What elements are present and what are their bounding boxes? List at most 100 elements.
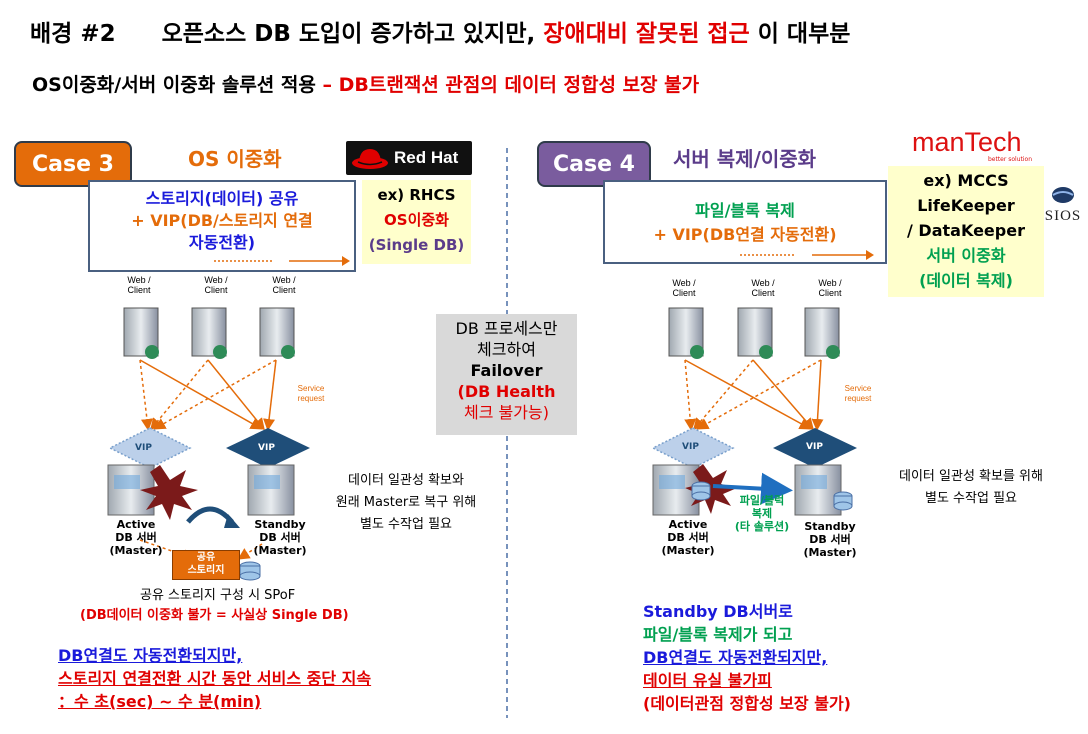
- case4-arrow-icon: [740, 250, 874, 260]
- case4-standby-text: Standby: [804, 520, 856, 533]
- case4-note-line1: 데이터 일관성 확보를 위해: [899, 469, 1043, 484]
- case3-ex-line1: ex) RHCS: [377, 186, 456, 204]
- case4-ex-line2: LifeKeeper: [917, 196, 1015, 215]
- case4-service-request: Service request: [844, 384, 872, 403]
- active-db-server-icon: [107, 464, 155, 516]
- failure-burst-icon: [140, 465, 198, 520]
- case3-service-request: Service request: [297, 384, 325, 403]
- title-suffix: 이 대부분: [757, 21, 851, 47]
- case4-web-client-2: Web / Client: [751, 278, 775, 298]
- failure-burst-icon: [685, 464, 737, 514]
- case3-web-client-1: Web / Client: [127, 275, 151, 295]
- standby-db-server-icon: [794, 464, 842, 516]
- web-server-icon: [191, 307, 227, 359]
- case3-web-client-3: Web / Client: [272, 275, 296, 295]
- case4-box-line1: 파일/블록 복제: [695, 201, 795, 220]
- case4-active-server: DB 서버: [667, 531, 709, 544]
- title-main: 오픈소스 DB 도입이 증가하고 있지만,: [161, 21, 536, 47]
- case3-vip-right: VIP: [258, 443, 275, 453]
- redhat-logo: Red Hat: [346, 141, 472, 175]
- case3-diagram: [107, 307, 310, 581]
- shared-storage-box: 공유 스토리지: [172, 550, 240, 580]
- case3-spof: 공유 스토리지 구성 시 SPoF: [140, 588, 296, 603]
- case3-bottom-line2: 스토리지 연결전환 시간 동안 서비스 중단 지속: [58, 669, 372, 688]
- sios-logo: SIOS: [1040, 186, 1086, 225]
- case4-heading: 서버 복제/이중화: [673, 147, 817, 171]
- case3-web-client-2: Web / Client: [204, 275, 228, 295]
- case4-ex-line5: (데이터 복제): [919, 271, 1013, 290]
- page-title: 배경 #2 오픈소스 DB 도입이 증가하고 있지만, 장애대비 잘못된 접근 이…: [30, 14, 850, 48]
- case4-standby-role: (Master): [803, 546, 857, 559]
- case3-standby-server: DB 서버: [259, 531, 301, 544]
- shared-storage-line1: 공유: [196, 552, 216, 563]
- case4-replication-line1: 파일/블럭: [739, 494, 785, 507]
- case3-active-text: Active: [116, 518, 156, 531]
- case4-vip-right: VIP: [806, 442, 823, 452]
- case3-example-box: ex) RHCS OS이중화 (Single DB): [362, 180, 471, 264]
- case3-active-role: (Master): [109, 544, 163, 557]
- case3-description-box: 스토리지(데이터) 공유 + VIP(DB/스토리지 연결 자동전환): [88, 180, 356, 272]
- center-line4: (DB Health: [457, 382, 556, 401]
- case3-arrow-icon: [214, 256, 350, 266]
- storage-disk-icon: [239, 561, 261, 581]
- case3-heading: OS 이중화: [188, 147, 282, 171]
- center-divider: [506, 148, 508, 718]
- case4-description-box: 파일/블록 복제 + VIP(DB연결 자동전환): [603, 180, 887, 264]
- case3-note: 데이터 일관성 확보와 원래 Master로 복구 위해 별도 수작업 필요: [306, 470, 506, 536]
- sios-logo-text: SIOS: [1044, 208, 1082, 224]
- case4-badge: Case 4: [537, 141, 651, 187]
- case3-active-server: DB 서버: [115, 531, 157, 544]
- case3-note-line2: 원래 Master로 복구 위해: [335, 495, 477, 510]
- case3-bottom-line1: DB연결도 자동전환되지만,: [58, 646, 243, 665]
- case4-bottom-line3: DB연결도 자동전환되지만,: [643, 648, 828, 667]
- case4-note: 데이터 일관성 확보를 위해 별도 수작업 필요: [866, 466, 1076, 510]
- redhat-logo-text: Red Hat: [394, 148, 459, 167]
- case4-replication-line2: 복제: [751, 507, 773, 520]
- case3-box-line1: 스토리지(데이터) 공유: [145, 189, 299, 208]
- case3-badge: Case 3: [14, 141, 132, 187]
- case4-standby-server: DB 서버: [809, 533, 851, 546]
- case4-bottom-line4: 데이터 유실 불가피: [643, 671, 772, 690]
- center-line2: 체크하여: [477, 340, 536, 359]
- case4-bottom-line2: 파일/블록 복제가 되고: [643, 625, 793, 644]
- case4-active-text: Active: [668, 518, 708, 531]
- center-line5: 체크 불가능): [464, 403, 549, 422]
- case4-ex-line1: ex) MCCS: [923, 171, 1009, 190]
- center-failover-note: DB 프로세스만 체크하여 Failover (DB Health 체크 불가능…: [436, 314, 577, 435]
- redhat-icon: [352, 149, 388, 169]
- title-prefix: 배경 #2: [30, 21, 116, 47]
- mantech-logo-text: manTech: [912, 127, 1022, 157]
- db-disk-icon: [691, 481, 711, 501]
- case3-box-line3: 자동전환): [188, 233, 256, 252]
- case4-example-box: ex) MCCS LifeKeeper / DataKeeper 서버 이중화 …: [888, 166, 1044, 297]
- web-server-icon: [259, 307, 295, 359]
- case4-web-client-1: Web / Client: [672, 278, 696, 298]
- case3-standby-text: Standby: [254, 518, 306, 531]
- case3-standby-role: (Master): [253, 544, 307, 557]
- case4-active-role: (Master): [661, 544, 715, 557]
- db-disk-icon: [833, 491, 853, 511]
- web-server-icon: [123, 307, 159, 359]
- web-server-icon: [668, 307, 704, 359]
- case4-box-line2: + VIP(DB연결 자동전환): [653, 225, 837, 244]
- shared-storage-line2: 스토리지: [187, 565, 225, 576]
- mantech-logo-sub: better solution: [987, 156, 1032, 163]
- case3-ex-line2: OS이중화: [384, 211, 449, 229]
- center-line3: Failover: [470, 361, 543, 380]
- mantech-logo: manTech better solution: [912, 128, 1042, 163]
- case3-ex-line3: (Single DB): [368, 236, 465, 254]
- page-subtitle: OS이중화/서버 이중화 솔루션 적용 – DB트랜잭션 관점의 데이터 정합성…: [32, 70, 699, 97]
- case4-ex-line4: 서버 이중화: [926, 246, 1006, 265]
- case4-active-label: Active DB 서버 (Master): [658, 518, 718, 557]
- standby-db-server-icon: [247, 464, 295, 516]
- title-highlight: 장애대비 잘못된 접근: [543, 21, 750, 47]
- case3-bottom-line3: ：수 초(sec) ~ 수 분(min): [58, 692, 262, 711]
- case4-diagram: [651, 307, 857, 516]
- case4-bottom: Standby DB서버로 파일/블록 복제가 되고 DB연결도 자동전환되지만…: [643, 600, 851, 715]
- case4-bottom-line5: (데이터관점 정합성 보장 불가): [643, 694, 851, 713]
- case3-spof-red: (DB데이터 이중화 불가 = 사실상 Single DB): [80, 608, 349, 623]
- case3-vip-left: VIP: [135, 443, 152, 453]
- subtitle-highlight: – DB트랜잭션 관점의 데이터 정합성 보장 불가: [322, 74, 700, 96]
- case4-bottom-line1: Standby DB서버로: [643, 602, 793, 621]
- case3-note-line1: 데이터 일관성 확보와: [348, 473, 464, 488]
